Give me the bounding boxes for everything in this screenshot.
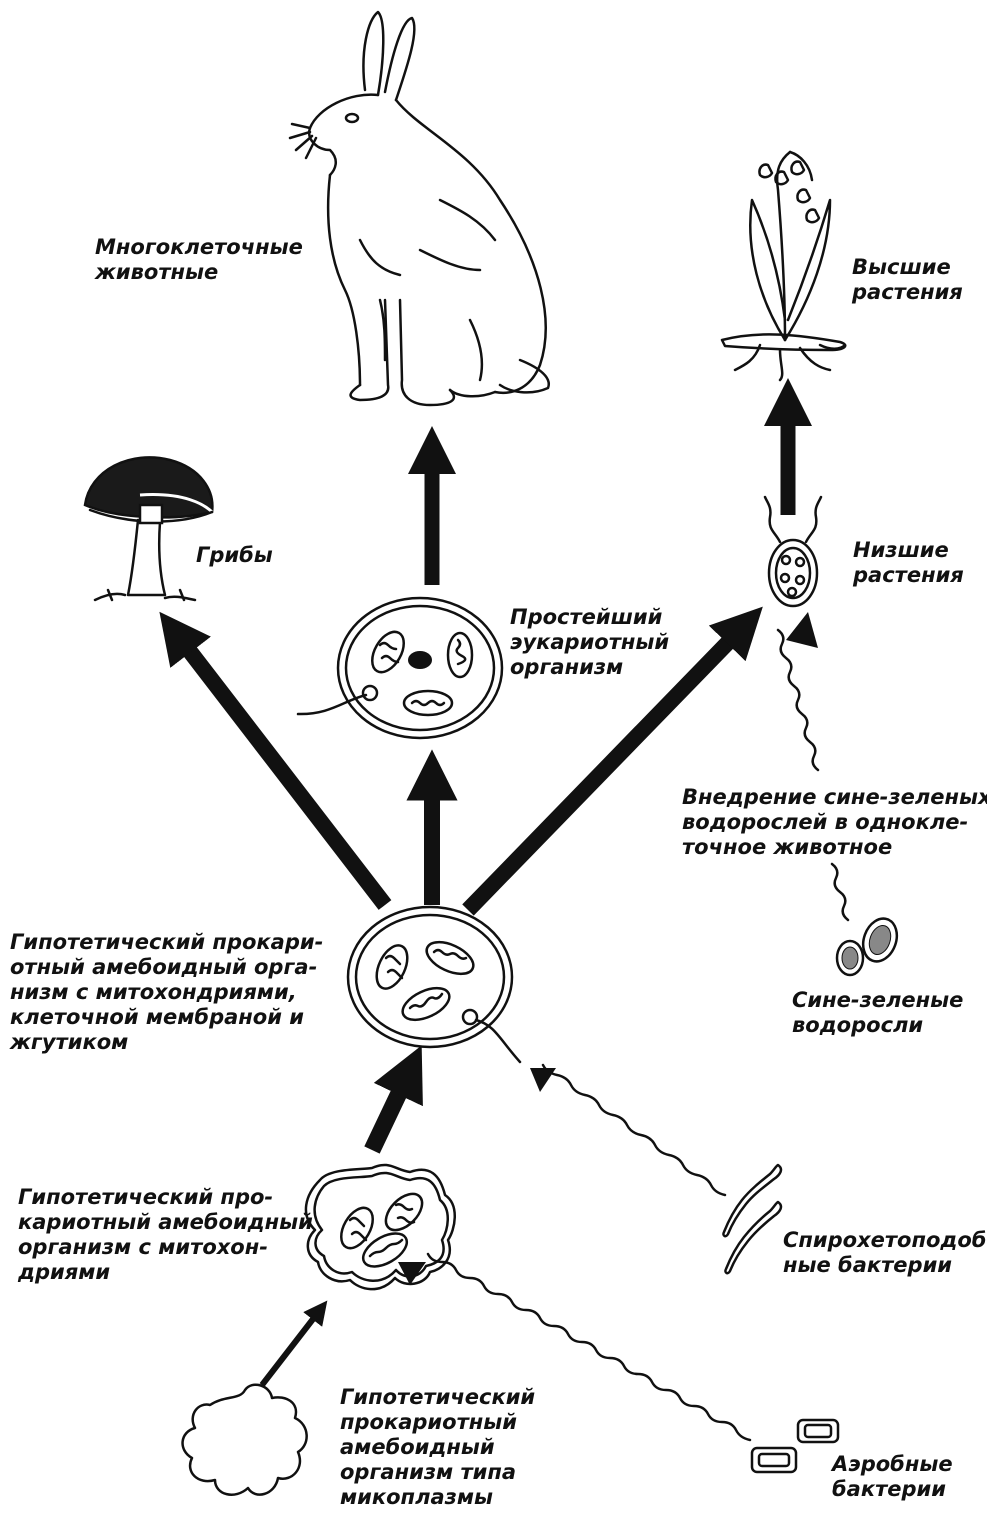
label-line: водоросли — [792, 1013, 963, 1038]
arrow-cell-to-fungi — [175, 632, 385, 905]
label-line: Низшие — [853, 538, 964, 563]
hare-illustration — [290, 12, 549, 405]
protist-cell — [298, 598, 502, 738]
label-cyanobacteria: Сине-зеленые водоросли — [792, 988, 963, 1038]
wavy-arrow-spirochete — [530, 1065, 725, 1195]
mycoplasma-cell — [183, 1385, 307, 1495]
label-cyanobacteria-introduction: Внедрение сине-зеленых водорослей в одно… — [682, 785, 987, 860]
label-simplest-eukaryote: Простейший эукариотный организм — [510, 605, 669, 680]
label-line: ные бактерии — [783, 1253, 987, 1278]
label-line: амебоидный — [340, 1435, 535, 1460]
label-mycoplasma: Гипотетический прокариотный амебоидный о… — [340, 1385, 535, 1510]
label-aerobic-bacteria: Аэробные бактерии — [832, 1452, 953, 1502]
label-multicellular-animals: Многоклеточные животные — [95, 235, 303, 285]
label-line: отный амебоидный орга- — [10, 955, 323, 980]
label-line: организм типа — [340, 1460, 535, 1485]
label-line: точное животное — [682, 835, 987, 860]
label-line: микоплазмы — [340, 1485, 535, 1510]
cyanobacteria-cells — [837, 914, 903, 975]
arrow-mycoplasma-to-mito — [262, 1310, 320, 1385]
label-flagellate-prokaryote: Гипотетический прокари- отный амебоидный… — [10, 930, 323, 1055]
mushroom-illustration — [85, 457, 212, 600]
label-line: Гипотетический прокари- — [10, 930, 323, 955]
spirochete-bacteria — [723, 1165, 781, 1273]
label-line: Аэробные — [832, 1452, 953, 1477]
label-line: эукариотный — [510, 630, 669, 655]
label-line: Внедрение сине-зеленых — [682, 785, 987, 810]
aerobic-bacteria — [752, 1420, 838, 1472]
label-line: Простейший — [510, 605, 669, 630]
label-line: Сине-зеленые — [792, 988, 963, 1013]
label-line: жгутиком — [10, 1030, 323, 1055]
label-line: бактерии — [832, 1477, 953, 1502]
label-line: Гипотетический — [340, 1385, 535, 1410]
label-line: животные — [95, 260, 303, 285]
label-higher-plants: Высшие растения — [852, 255, 963, 305]
label-line: Высшие — [852, 255, 963, 280]
label-line: клеточной мембраной и — [10, 1005, 323, 1030]
label-line: дриями — [18, 1260, 313, 1285]
label-line: низм с митохондриями, — [10, 980, 323, 1005]
label-line: прокариотный — [340, 1410, 535, 1435]
label-mito-prokaryote: Гипотетический про- кариотный амебоидный… — [18, 1185, 313, 1285]
wavy-arrow-cyanobacteria — [778, 612, 848, 920]
label-line: Многоклеточные — [95, 235, 303, 260]
label-line: организм — [510, 655, 669, 680]
label-line: водорослей в однокле- — [682, 810, 987, 835]
label-line: Грибы — [196, 543, 273, 568]
mito-amoeboid-cell — [306, 1165, 455, 1289]
lily-plant-illustration — [722, 152, 845, 380]
label-line: растения — [852, 280, 963, 305]
label-line: организм с митохон- — [18, 1235, 313, 1260]
label-line: кариотный амебоидный — [18, 1210, 313, 1235]
label-line: Гипотетический про- — [18, 1185, 313, 1210]
label-line: растения — [853, 563, 964, 588]
label-line: Спирохетоподоб- — [783, 1228, 987, 1253]
label-fungi: Грибы — [196, 543, 273, 568]
label-lower-plants: Низшие растения — [853, 538, 964, 588]
flagellate-prokaryote-cell — [348, 907, 520, 1062]
label-spirochete: Спирохетоподоб- ные бактерии — [783, 1228, 987, 1278]
arrow-mito-to-flagellate — [372, 1070, 410, 1150]
